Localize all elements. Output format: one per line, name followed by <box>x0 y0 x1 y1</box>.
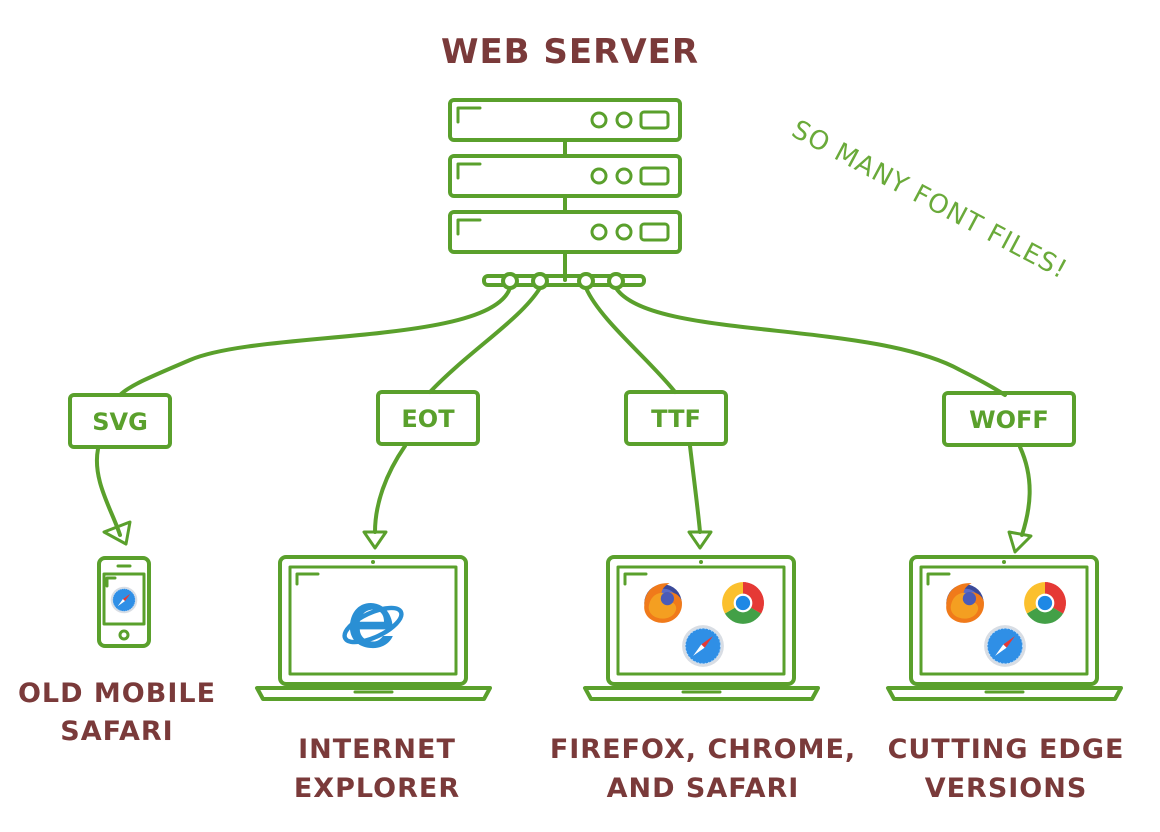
format-label: SVG <box>92 408 148 436</box>
client-label-line: INTERNET <box>298 734 456 765</box>
safari-icon <box>681 624 725 668</box>
format-box-woff: WOFF <box>942 391 1076 447</box>
client-label-line: FIREFOX, CHROME, <box>550 734 856 765</box>
chrome-icon <box>722 582 764 624</box>
laptop-icon-woff <box>886 555 1123 701</box>
format-label: WOFF <box>969 406 1049 434</box>
server-unit-2 <box>448 154 682 198</box>
firefox-icon <box>644 583 682 623</box>
client-label-line: VERSIONS <box>925 773 1088 804</box>
client-label-line: EXPLORER <box>294 773 460 804</box>
server-rack-icon <box>448 98 682 290</box>
format-box-eot: EOT <box>376 390 480 446</box>
format-label: EOT <box>401 405 455 433</box>
server-unit-3 <box>448 210 682 254</box>
client-label-line: OLD MOBILE <box>18 678 216 709</box>
server-cables <box>118 286 1007 397</box>
safari-icon <box>983 624 1027 668</box>
mobile-phone-icon <box>97 556 151 648</box>
chrome-icon <box>1024 582 1066 624</box>
client-label-old-mobile-safari: OLD MOBILE SAFARI <box>18 678 216 747</box>
client-label-line: SAFARI <box>60 716 173 747</box>
laptop-icon-ttf <box>583 555 820 701</box>
server-unit-1 <box>448 98 682 142</box>
firefox-icon <box>946 583 984 623</box>
safari-icon <box>110 586 138 614</box>
client-label-line: CUTTING EDGE <box>888 734 1125 765</box>
client-label-internet-explorer: INTERNET EXPLORER <box>294 734 460 804</box>
format-label: TTF <box>651 405 701 433</box>
format-box-ttf: TTF <box>624 390 728 446</box>
format-box-svg: SVG <box>68 393 172 449</box>
client-label-line: AND SAFARI <box>607 773 800 804</box>
laptop-icon-ie <box>255 555 492 701</box>
diagram-title: WEB SERVER <box>441 32 699 72</box>
delivery-arrows <box>94 444 1033 554</box>
annotation-note: SO MANY FONT FILES! <box>787 115 1073 286</box>
client-label-firefox-chrome-safari: FIREFOX, CHROME, AND SAFARI <box>550 734 856 804</box>
client-label-cutting-edge: CUTTING EDGE VERSIONS <box>888 734 1125 804</box>
internet-explorer-icon <box>340 601 406 649</box>
